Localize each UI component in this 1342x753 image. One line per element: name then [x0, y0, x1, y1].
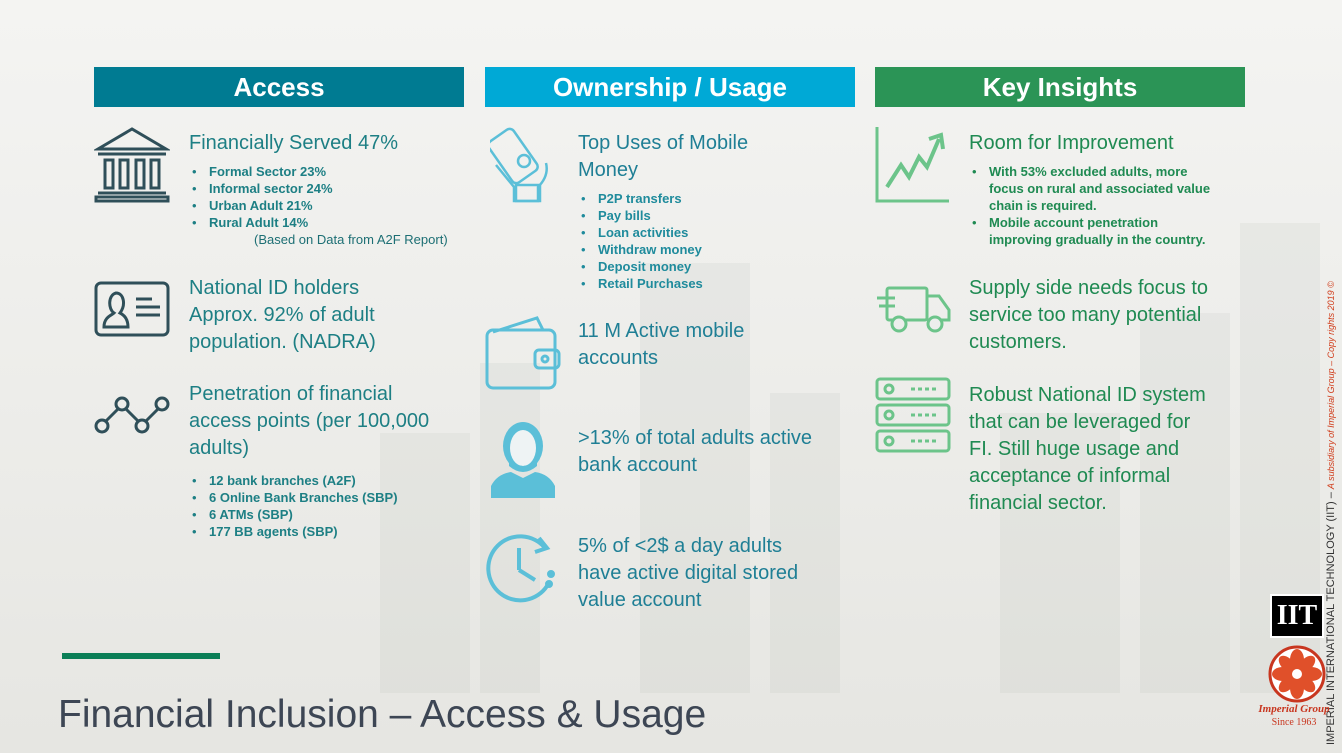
access-points-line: Penetration of financial	[189, 383, 393, 405]
digital-stored-value-block: 5% of <2$ a day adults have active digit…	[578, 533, 798, 614]
id-system-line: that can be leveraged for	[969, 411, 1191, 433]
delivery-truck-icon	[875, 284, 951, 334]
bullet-line: With 53% excluded adults, more	[989, 164, 1188, 179]
bank-icon	[94, 125, 170, 203]
clock-icon	[485, 530, 561, 606]
network-icon	[94, 396, 170, 434]
list-item: Rural Adult 14%	[189, 214, 448, 231]
server-icon	[875, 377, 951, 453]
supply-side-line: customers.	[969, 331, 1067, 353]
imperial-flower-icon	[1268, 645, 1326, 708]
mobile-money-block: Top Uses of Mobile Money P2P transfers P…	[578, 130, 748, 292]
list-item: P2P transfers	[578, 190, 748, 207]
national-id-line: population. (NADRA)	[189, 331, 376, 353]
active-bank-line: bank account	[578, 454, 697, 476]
slide-title: Financial Inclusion – Access & Usage	[58, 693, 707, 736]
active-bank-account-block: >13% of total adults active bank account	[578, 425, 812, 479]
id-system-line: acceptance of informal	[969, 465, 1171, 487]
active-bank-line: >13% of total adults active	[578, 427, 813, 449]
access-points-block: Penetration of financial access points (…	[189, 381, 429, 540]
mobile-money-icon	[490, 125, 556, 203]
mobile-money-line: Money	[578, 159, 639, 181]
list-item: Mobile account penetration improving gra…	[969, 214, 1210, 248]
digital-value-line: value account	[578, 589, 702, 611]
imperial-group-name: Imperial Group	[1258, 703, 1330, 715]
access-points-line: adults)	[189, 437, 250, 459]
list-item: 12 bank branches (A2F)	[189, 472, 429, 489]
list-item: 6 Online Bank Branches (SBP)	[189, 489, 429, 506]
active-mobile-line: accounts	[578, 347, 659, 369]
financially-served-block: Financially Served 47% Formal Sector 23%…	[189, 130, 448, 248]
national-id-line: National ID holders	[189, 277, 360, 299]
national-id-block: National ID holders Approx. 92% of adult…	[189, 275, 376, 356]
list-item: Urban Adult 21%	[189, 197, 448, 214]
bullet-line: focus on rural and associated value	[989, 181, 1211, 196]
side-credit: IMPERIAL INTERNATIONAL TECHNOLOGY (IIT) …	[1325, 225, 1337, 745]
supply-side-line: service too many potential	[969, 304, 1202, 326]
list-item: Pay bills	[578, 207, 748, 224]
room-for-improvement-title: Room for Improvement	[969, 132, 1174, 154]
room-for-improvement-list: With 53% excluded adults, more focus on …	[969, 163, 1210, 248]
growth-chart-icon	[875, 125, 951, 203]
side-credit-sub: A subsidiary of Imperial Group – Copy ri…	[1326, 281, 1336, 490]
access-points-line: access points (per 100,000	[189, 410, 430, 432]
bullet-line: Mobile account penetration	[989, 215, 1159, 230]
id-system-line: FI. Still huge usage and	[969, 438, 1180, 460]
room-for-improvement-block: Room for Improvement With 53% excluded a…	[969, 130, 1210, 248]
id-system-line: financial sector.	[969, 492, 1107, 514]
supply-side-line: Supply side needs focus to	[969, 277, 1209, 299]
list-item: Retail Purchases	[578, 275, 748, 292]
active-mobile-accounts-block: 11 M Active mobile accounts	[578, 318, 744, 372]
mobile-money-list: P2P transfers Pay bills Loan activities …	[578, 190, 748, 292]
financially-served-title: Financially Served 47%	[189, 132, 398, 154]
national-id-line: Approx. 92% of adult	[189, 304, 375, 326]
supply-side-block: Supply side needs focus to service too m…	[969, 275, 1208, 356]
iit-logo: IIT	[1270, 594, 1324, 638]
mobile-money-line: Top Uses of Mobile	[578, 132, 749, 154]
id-card-icon	[94, 281, 170, 337]
bullet-line: chain is required.	[989, 198, 1097, 213]
access-points-list: 12 bank branches (A2F) 6 Online Bank Bra…	[189, 472, 429, 540]
list-item: Formal Sector 23%	[189, 163, 448, 180]
bullet-line: improving gradually in the country.	[989, 232, 1206, 247]
footer-accent-bar	[62, 653, 220, 659]
person-icon	[491, 420, 555, 498]
financially-served-list: Formal Sector 23% Informal sector 24% Ur…	[189, 163, 448, 231]
wallet-icon	[485, 314, 561, 390]
list-item: Informal sector 24%	[189, 180, 448, 197]
key-insights-header: Key Insights	[875, 67, 1245, 107]
list-item: Deposit money	[578, 258, 748, 275]
digital-value-line: have active digital stored	[578, 562, 799, 584]
imperial-since: Since 1963	[1271, 717, 1317, 728]
id-system-line: Robust National ID system	[969, 384, 1206, 406]
national-id-system-block: Robust National ID system that can be le…	[969, 382, 1206, 517]
list-item: With 53% excluded adults, more focus on …	[969, 163, 1210, 214]
list-item: Withdraw money	[578, 241, 748, 258]
access-header: Access	[94, 67, 464, 107]
list-item: Loan activities	[578, 224, 748, 241]
list-item: 6 ATMs (SBP)	[189, 506, 429, 523]
ownership-usage-header: Ownership / Usage	[485, 67, 855, 107]
list-item: 177 BB agents (SBP)	[189, 523, 429, 540]
digital-value-line: 5% of <2$ a day adults	[578, 535, 783, 557]
active-mobile-line: 11 M Active mobile	[578, 320, 745, 342]
source-note: (Based on Data from A2F Report)	[254, 232, 448, 247]
